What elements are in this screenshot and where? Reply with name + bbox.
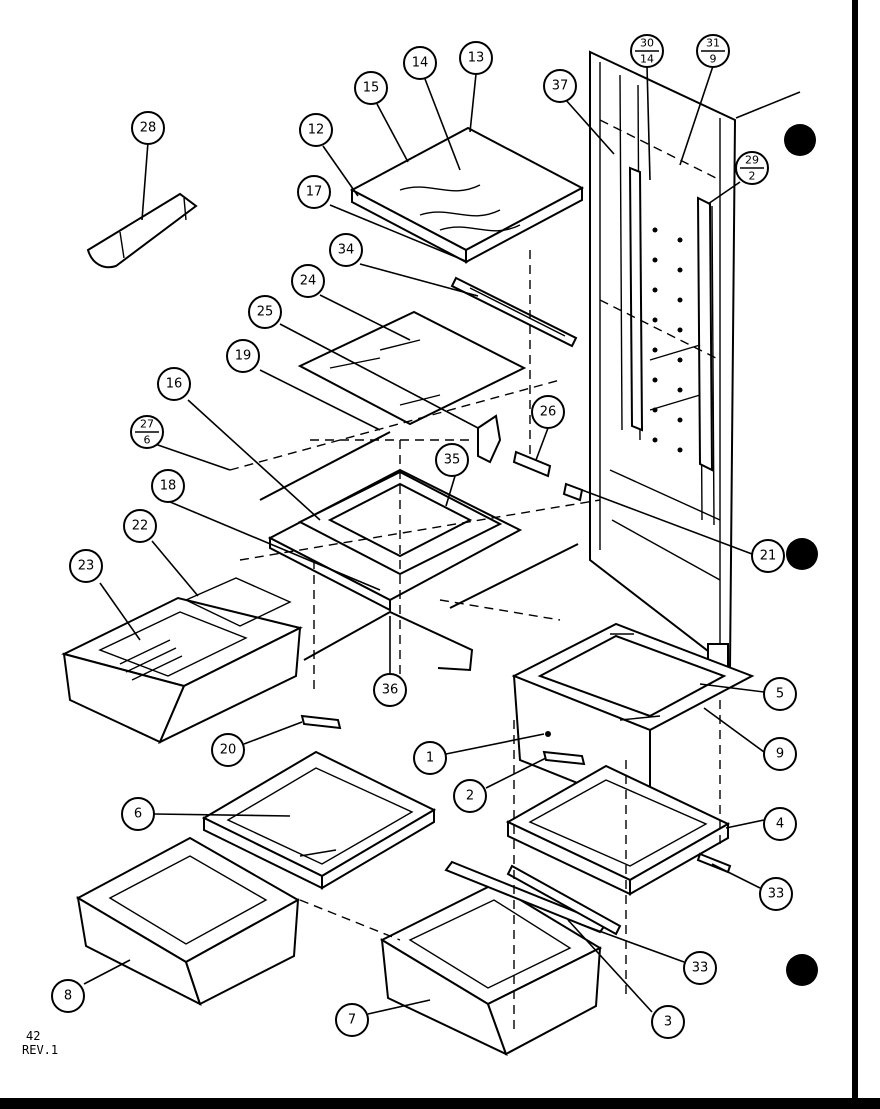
svg-text:23: 23 bbox=[78, 559, 95, 574]
callout-7: 7 bbox=[335, 1003, 369, 1037]
callout-30-14: 30 14 bbox=[630, 34, 664, 68]
callout-8: 8 bbox=[51, 979, 85, 1013]
svg-text:17: 17 bbox=[306, 185, 323, 200]
callout-1: 1 bbox=[413, 741, 447, 775]
callout-33-upper: 33 bbox=[759, 877, 793, 911]
revision-label: REV.1 bbox=[22, 1043, 58, 1057]
callout-9: 9 bbox=[763, 737, 797, 771]
shelf-tray-right bbox=[505, 764, 731, 896]
callout-16: 16 bbox=[157, 367, 191, 401]
callout-20: 20 bbox=[211, 733, 245, 767]
callout-24: 24 bbox=[291, 264, 325, 298]
svg-text:14: 14 bbox=[412, 56, 429, 71]
svg-text:28: 28 bbox=[140, 121, 157, 136]
callout-2: 2 bbox=[453, 779, 487, 813]
callout-28: 28 bbox=[131, 111, 165, 145]
callout-34: 34 bbox=[329, 233, 363, 267]
svg-text:6: 6 bbox=[144, 434, 151, 447]
svg-text:34: 34 bbox=[338, 243, 355, 258]
svg-text:9: 9 bbox=[710, 53, 717, 66]
svg-text:2: 2 bbox=[749, 170, 756, 183]
cabinet-liner-wall bbox=[589, 50, 801, 671]
assembly-lines bbox=[229, 250, 721, 1030]
callout-27-6: 27 6 bbox=[130, 415, 164, 449]
svg-text:1: 1 bbox=[426, 751, 434, 766]
callout-21: 21 bbox=[751, 539, 785, 573]
svg-text:20: 20 bbox=[220, 743, 237, 758]
divider-bracket-36 bbox=[303, 610, 474, 672]
punch-hole-bottom bbox=[786, 954, 818, 986]
fraction-callouts: 30 14 31 9 29 2 27 6 bbox=[130, 34, 769, 449]
punch-hole-top bbox=[784, 124, 816, 156]
svg-text:36: 36 bbox=[382, 683, 399, 698]
callout-33-lower: 33 bbox=[683, 951, 717, 985]
callout-14: 14 bbox=[403, 46, 437, 80]
callout-26: 26 bbox=[531, 395, 565, 429]
callout-37: 37 bbox=[543, 69, 577, 103]
svg-text:8: 8 bbox=[64, 989, 72, 1004]
callout-19: 19 bbox=[226, 339, 260, 373]
callout-17: 17 bbox=[297, 175, 331, 209]
callout-35: 35 bbox=[435, 443, 469, 477]
svg-text:27: 27 bbox=[140, 418, 154, 431]
top-glass-shelf bbox=[349, 126, 585, 264]
callout-15: 15 bbox=[354, 71, 388, 105]
svg-text:30: 30 bbox=[640, 37, 654, 50]
svg-text:35: 35 bbox=[444, 453, 461, 468]
callout-23: 23 bbox=[69, 549, 103, 583]
svg-text:3: 3 bbox=[664, 1015, 672, 1030]
svg-text:33: 33 bbox=[768, 887, 785, 902]
crisper-pan-left bbox=[61, 577, 303, 745]
svg-text:19: 19 bbox=[235, 349, 252, 364]
svg-text:31: 31 bbox=[706, 37, 720, 50]
callout-29-2: 29 2 bbox=[735, 151, 769, 185]
drawer-8 bbox=[75, 836, 301, 1006]
rail-parts bbox=[259, 414, 584, 730]
svg-text:16: 16 bbox=[166, 377, 183, 392]
callout-5: 5 bbox=[763, 677, 797, 711]
leader-lines bbox=[83, 65, 765, 1015]
svg-text:26: 26 bbox=[540, 405, 557, 420]
shelf-tray-left bbox=[201, 750, 437, 890]
svg-text:29: 29 bbox=[745, 154, 759, 167]
callout-13: 13 bbox=[459, 41, 493, 75]
svg-text:15: 15 bbox=[363, 81, 380, 96]
svg-text:5: 5 bbox=[776, 687, 784, 702]
page-number: 42 bbox=[26, 1029, 40, 1043]
svg-text:9: 9 bbox=[776, 747, 784, 762]
punch-hole-middle bbox=[786, 538, 818, 570]
svg-text:14: 14 bbox=[640, 53, 654, 66]
svg-text:37: 37 bbox=[552, 79, 569, 94]
side-cover-28 bbox=[86, 192, 198, 269]
svg-text:12: 12 bbox=[308, 123, 325, 138]
svg-text:25: 25 bbox=[257, 305, 274, 320]
svg-text:22: 22 bbox=[132, 519, 149, 534]
footer-note: 42 REV.1 bbox=[22, 1029, 58, 1057]
svg-text:13: 13 bbox=[468, 51, 485, 66]
callout-36: 36 bbox=[373, 673, 407, 707]
callout-6: 6 bbox=[121, 797, 155, 831]
svg-text:2: 2 bbox=[466, 789, 474, 804]
callout-31-9: 31 9 bbox=[696, 34, 730, 68]
glass-panel bbox=[297, 310, 527, 426]
callout-3: 3 bbox=[651, 1005, 685, 1039]
svg-text:6: 6 bbox=[134, 807, 142, 822]
svg-text:7: 7 bbox=[348, 1013, 356, 1028]
svg-text:18: 18 bbox=[160, 479, 177, 494]
svg-text:24: 24 bbox=[300, 274, 317, 289]
callout-25: 25 bbox=[248, 295, 282, 329]
callout-12: 12 bbox=[299, 113, 333, 147]
svg-text:4: 4 bbox=[776, 817, 784, 832]
drawer-7 bbox=[379, 882, 603, 1056]
callout-22: 22 bbox=[123, 509, 157, 543]
svg-text:33: 33 bbox=[692, 961, 709, 976]
svg-text:21: 21 bbox=[760, 549, 777, 564]
callouts: 28 15 14 13 12 17 34 24 25 19 16 18 22 2… bbox=[51, 41, 797, 1039]
callout-4: 4 bbox=[763, 807, 797, 841]
shelf-track bbox=[450, 276, 578, 348]
callout-18: 18 bbox=[151, 469, 185, 503]
